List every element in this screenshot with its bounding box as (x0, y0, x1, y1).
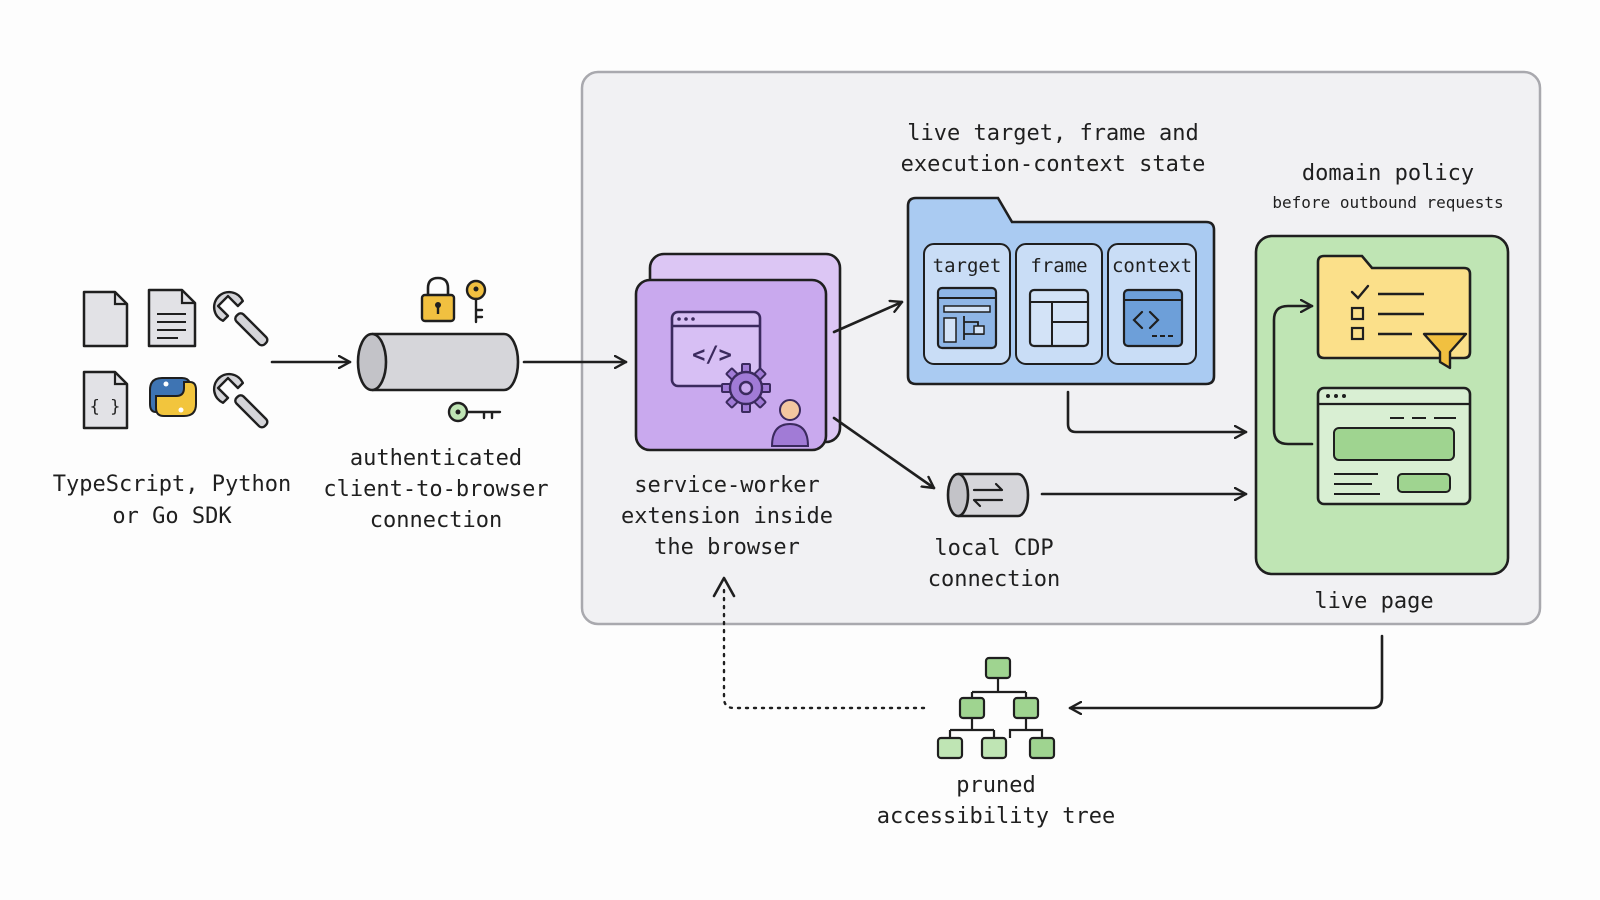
sdk-label-line2: or Go SDK (112, 504, 232, 529)
document-icon (147, 288, 197, 348)
tree-icon (936, 656, 1056, 760)
state-label-line2: execution-context state (901, 152, 1206, 177)
extension-label-line2: extension inside (621, 504, 833, 529)
extension-label-line1: service-worker (634, 473, 819, 498)
svg-text:{ }: { } (90, 397, 121, 417)
connection-label-line3: connection (370, 508, 502, 533)
pipe-icon (356, 332, 520, 392)
browser-page-icon (1316, 386, 1472, 506)
policy-title: domain policy (1302, 161, 1474, 186)
gear-icon (721, 363, 771, 413)
wrench-icon (212, 290, 269, 347)
state-card-context: context (1107, 243, 1197, 365)
state-label-line1: live target, frame and (907, 121, 1198, 146)
sdk-label-line1: TypeScript, Python (53, 472, 291, 497)
python-logo-icon (149, 377, 197, 417)
arrow-extension-to-state (832, 302, 904, 334)
lock-icon (420, 276, 456, 323)
swap-pipe-icon (946, 472, 1030, 518)
filter-icon (1422, 332, 1468, 370)
arrow-state-to-page (1066, 390, 1248, 432)
tree-label-line2: accessibility tree (877, 804, 1115, 829)
key-icon (465, 279, 487, 324)
wrench-icon (212, 372, 269, 429)
tree-label-line1: pruned (956, 773, 1035, 798)
user-icon (770, 399, 810, 447)
state-card-frame: frame (1015, 243, 1103, 365)
state-card-context-label: context (1112, 255, 1192, 277)
state-card-target-label: target (933, 255, 1002, 277)
cdp-label-line1: local CDP (934, 536, 1053, 561)
arrow-extension-to-cdp (832, 416, 936, 490)
arrow-page-to-tree (1068, 634, 1384, 708)
policy-subtitle: before outbound requests (1272, 193, 1503, 212)
code-glyph: </> (692, 343, 732, 368)
file-icon (82, 290, 129, 348)
json-file-icon: { } (82, 370, 129, 430)
connection-label-line2: client-to-browser (323, 477, 548, 502)
checklist-folder-icon (1316, 254, 1472, 360)
browser-window-icon: </> (670, 310, 762, 388)
sdk-icons: { } (82, 288, 269, 430)
layout-window-icon (1028, 288, 1090, 348)
arrowhead-tree-to-extension (712, 576, 736, 598)
arrow-page-to-policy (1272, 306, 1314, 446)
state-card-target: target (923, 243, 1011, 365)
extension-label-line3: the browser (654, 535, 800, 560)
connection-label-line1: authenticated (350, 446, 522, 471)
live-page-label: live page (1314, 589, 1433, 614)
code-window-icon (1122, 288, 1184, 348)
cdp-label-line2: connection (928, 567, 1060, 592)
key-icon (447, 401, 502, 423)
tree-window-icon (936, 286, 998, 350)
state-card-frame-label: frame (1030, 255, 1087, 277)
